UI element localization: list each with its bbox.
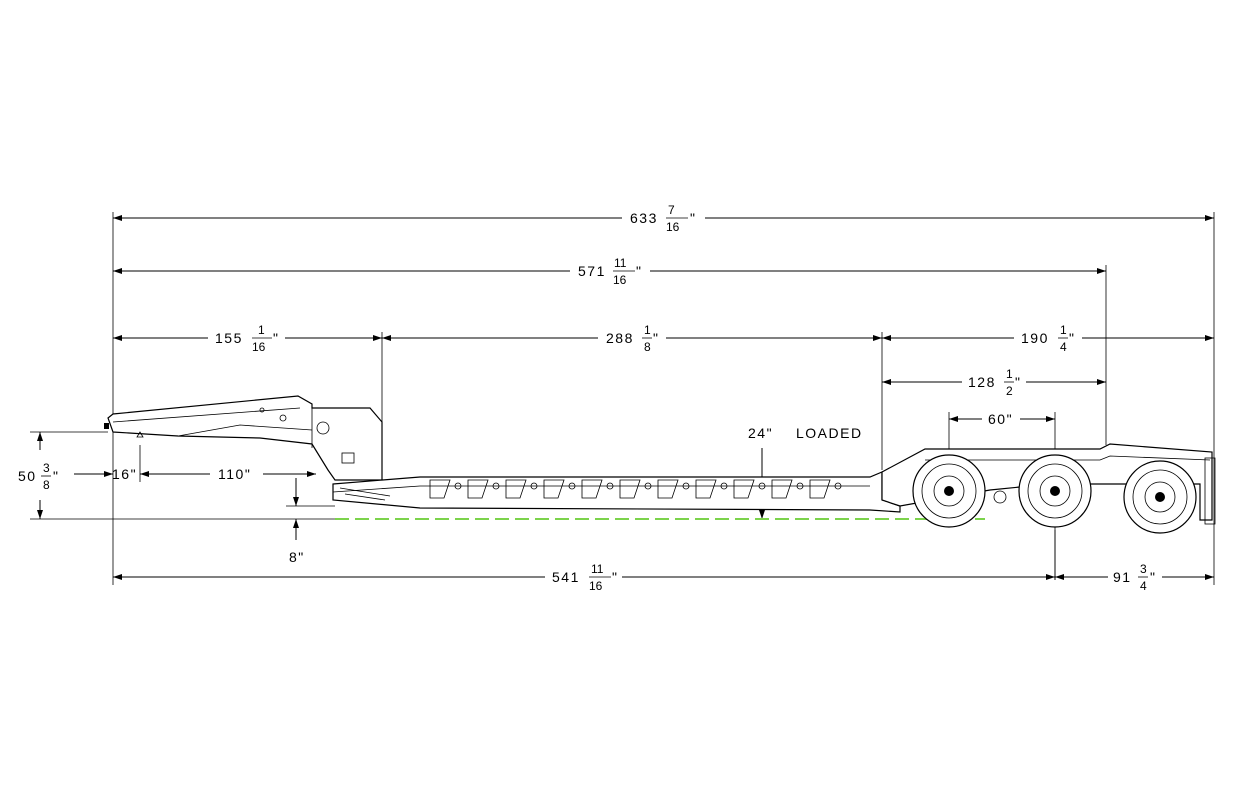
- rear-deck-whole: 128: [968, 374, 996, 390]
- dim-rear-section: 190 1 4 ": [882, 323, 1214, 354]
- well-length-unit: ": [653, 330, 659, 346]
- dim-deck-to-axle: 571 11 16 ": [113, 256, 1107, 445]
- deck-cutout: [733, 479, 755, 499]
- front-height-num: 3: [43, 461, 50, 475]
- dim-overall-length: 633 7 16 ": [112, 203, 1215, 585]
- deck-cutout: [657, 479, 679, 499]
- dim-rear-overhang: 91 3 4 ": [1055, 562, 1214, 593]
- ground-clearance-label: 8": [289, 549, 305, 565]
- kingpin-to-axle-den: 16: [589, 579, 603, 593]
- rear-section-unit: ": [1069, 330, 1075, 346]
- deck-pocket: [834, 482, 842, 490]
- kingpin-to-axle-num: 11: [591, 562, 604, 576]
- overall-length-num: 7: [668, 203, 675, 217]
- deck-pocket: [606, 482, 614, 490]
- well-length-num: 1: [644, 323, 651, 337]
- axle-spread-label: 60": [988, 411, 1013, 427]
- gooseneck-den: 16: [252, 340, 266, 354]
- rear-section-whole: 190: [1021, 330, 1049, 346]
- overall-length-whole: 633: [630, 210, 658, 226]
- deck-cutout: [581, 479, 603, 499]
- dim-kingpin-to-axle: 541 11 16 ": [113, 562, 1055, 593]
- dim-rear-deck: 128 1 2 ": [882, 367, 1106, 398]
- deck-to-axle-num: 11: [614, 256, 627, 270]
- deck: [332, 471, 901, 513]
- front-height-unit: ": [53, 468, 59, 484]
- wheel-front: [912, 454, 986, 528]
- deck-pocket: [682, 482, 690, 490]
- deck-to-axle-unit: ": [636, 263, 642, 279]
- deck-pocket: [758, 482, 766, 490]
- deck-cutout: [543, 479, 565, 499]
- dim-loaded-height: 24" LOADED: [748, 425, 863, 519]
- dim-well-length: 288 1 8 ": [382, 323, 883, 470]
- loaded-note: LOADED: [796, 425, 863, 441]
- rear-overhang-den: 4: [1140, 579, 1147, 593]
- suspension-equalizer: [993, 490, 1007, 504]
- deck-pocket: [720, 482, 728, 490]
- kingpin-offset-label: 16": [112, 466, 137, 482]
- deck-pocket: [644, 482, 652, 490]
- well-length-den: 8: [644, 340, 651, 354]
- deck-pocket: [492, 482, 500, 490]
- deck-cutout: [809, 479, 831, 499]
- swing-clearance-label: 110": [218, 466, 251, 482]
- dim-ground-clearance: 8": [286, 478, 335, 565]
- overall-length-unit: ": [690, 210, 696, 226]
- wheel-rear: [1123, 460, 1197, 534]
- gooseneck-unit: ": [273, 330, 279, 346]
- front-height-den: 8: [43, 478, 50, 492]
- dim-kingpin-swing: 16" 110": [74, 445, 316, 482]
- gooseneck-whole: 155: [215, 330, 243, 346]
- deck-cutout: [619, 479, 641, 499]
- rear-overhang-num: 3: [1140, 562, 1147, 576]
- rear-deck-den: 2: [1006, 384, 1013, 398]
- deck-cutout: [505, 479, 527, 499]
- dim-gooseneck: 155 1 16 ": [113, 323, 383, 425]
- deck-cutout: [467, 479, 489, 499]
- wheel-middle: [1018, 454, 1092, 528]
- deck-to-axle-whole: 571: [578, 263, 606, 279]
- rear-section-den: 4: [1060, 340, 1067, 354]
- rear-deck-num: 1: [1006, 367, 1013, 381]
- deck-cutout: [429, 479, 451, 499]
- deck-to-axle-den: 16: [613, 273, 627, 287]
- deck-pocket: [454, 482, 462, 490]
- front-height-whole: 50: [18, 468, 37, 484]
- deck-pocket: [568, 482, 576, 490]
- deck-pocket: [796, 482, 804, 490]
- rear-overhang-unit: ": [1150, 569, 1156, 585]
- gooseneck-num: 1: [258, 323, 265, 337]
- rear-overhang-whole: 91: [1113, 569, 1132, 585]
- kingpin-to-axle-whole: 541: [552, 569, 580, 585]
- overall-length-den: 16: [666, 220, 680, 234]
- rear-section-num: 1: [1060, 323, 1067, 337]
- deck-cutouts: [429, 479, 842, 499]
- loaded-height-label: 24": [748, 425, 773, 441]
- deck-pocket: [530, 482, 538, 490]
- well-length-whole: 288: [606, 330, 634, 346]
- dim-front-height: 50 3 8 ": [18, 431, 335, 520]
- deck-cutout: [771, 479, 793, 499]
- rear-deck-unit: ": [1015, 374, 1021, 390]
- deck-cutout: [695, 479, 717, 499]
- kingpin-to-axle-unit: ": [612, 569, 618, 585]
